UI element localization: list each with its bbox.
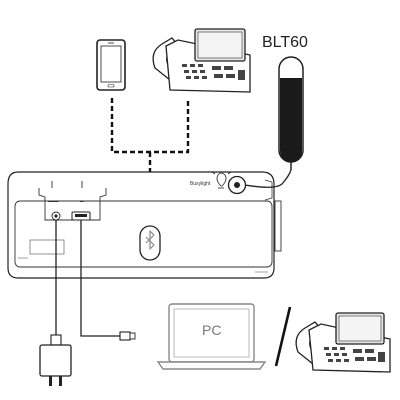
pc-label: PC [202, 322, 221, 338]
laptop-icon [156, 303, 267, 370]
usb-cable [80, 220, 120, 337]
port-panel: ▬▬▬ ▬ [38, 181, 107, 221]
desk-phone-icon [295, 312, 391, 373]
bluetooth-icon [139, 225, 161, 261]
power-port [51, 211, 61, 221]
product-title: BLT60 [262, 34, 308, 51]
usb-plug-icon [119, 331, 136, 341]
power-port-label: ▬▬▬ [48, 199, 59, 203]
usb-port [71, 211, 91, 221]
desk-phone-icon [152, 28, 251, 93]
usb-port-label: ▬ [80, 199, 84, 203]
mobile-phone-icon [96, 39, 126, 91]
lightbulb-icon [211, 171, 232, 189]
separator-slash [274, 306, 292, 367]
headset-icon [278, 56, 304, 170]
headset-jack [227, 175, 247, 195]
busylight-label: Busylight [190, 181, 211, 187]
usb-power-adapter-icon [39, 334, 72, 386]
headset-cable [244, 169, 292, 188]
